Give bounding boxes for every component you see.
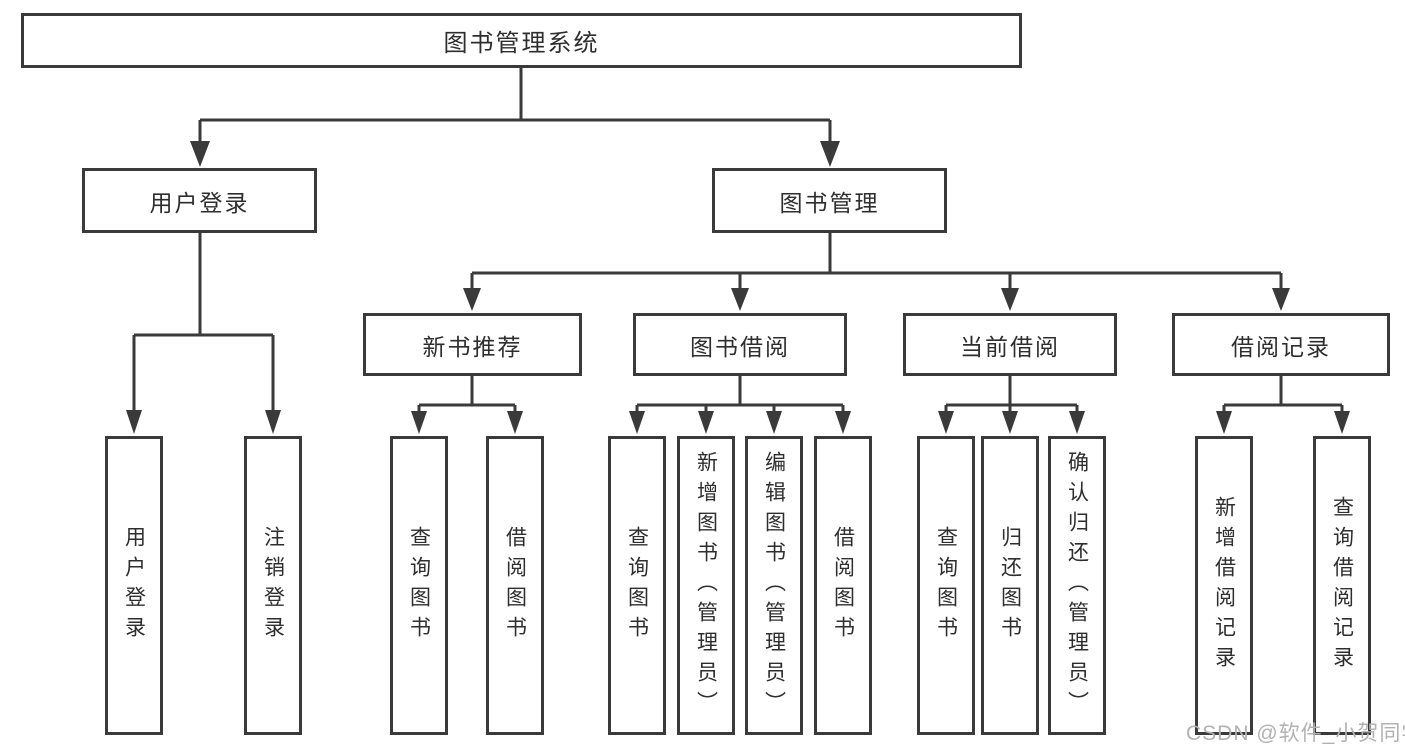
current-borrowing-rail-line — [944, 376, 1079, 412]
arrowhead-current-borrowing — [1001, 288, 1019, 311]
leaf-br-query-record: 查询借阅记录 — [1313, 436, 1371, 735]
leaf-nb-query-books: 查询图书 — [390, 436, 448, 735]
leaf-bb-edit-books-admin: 编辑图书（管理员） — [745, 436, 803, 735]
arrowhead-bb-add — [698, 411, 714, 434]
node-new-book-recommend-label: 新书推荐 — [422, 333, 523, 360]
leaf-cb-confirm-return-admin: 确认归还（管理员） — [1048, 436, 1106, 735]
leaf-logout: 注销登录 — [244, 436, 302, 735]
leaf-cb-return-books-label: 归还图书 — [998, 525, 1022, 646]
leaf-bb-add-books-admin: 新增图书（管理员） — [677, 436, 735, 735]
root-stem-line — [198, 68, 832, 142]
leaf-bb-borrow-books: 借阅图书 — [814, 436, 872, 735]
leaf-bb-query-books: 查询图书 — [608, 436, 666, 735]
arrowhead-leaf-logout — [265, 410, 281, 434]
leaf-cb-return-books: 归还图书 — [981, 436, 1039, 735]
leaf-cb-query-books-label: 查询图书 — [934, 525, 958, 646]
leaf-br-query-record-label: 查询借阅记录 — [1330, 495, 1354, 676]
leaf-user-login: 用户登录 — [105, 436, 163, 735]
node-user-login: 用户登录 — [82, 168, 317, 233]
leaf-bb-borrow-books-label: 借阅图书 — [831, 525, 855, 646]
arrowhead-nb-borrow — [507, 411, 523, 434]
node-borrowing-records: 借阅记录 — [1172, 313, 1390, 376]
arrowhead-nb-query — [411, 411, 427, 434]
leaf-nb-borrow-books: 借阅图书 — [486, 436, 544, 735]
node-current-borrowing: 当前借阅 — [903, 313, 1117, 376]
leaf-br-add-record-label: 新增借阅记录 — [1212, 495, 1236, 676]
arrowhead-user-login — [190, 141, 210, 167]
node-book-borrowing-label: 图书借阅 — [690, 333, 790, 360]
connector-borrowing-records-children — [1216, 376, 1350, 434]
connector-current-borrowing-children — [938, 376, 1085, 434]
leaf-cb-confirm-return-admin-label: 确认归还（管理员） — [1065, 450, 1089, 721]
arrowhead-bb-borrow — [835, 411, 851, 434]
book-borrowing-rail-line — [635, 376, 845, 412]
arrowhead-leaf-user-login — [126, 410, 142, 434]
arrowhead-bb-query — [629, 411, 645, 434]
node-user-login-label: 用户登录 — [149, 189, 250, 216]
leaf-nb-query-books-label: 查询图书 — [407, 525, 431, 646]
connector-new-book-recommend-children — [411, 376, 523, 434]
leaf-bb-edit-books-admin-label: 编辑图书（管理员） — [762, 450, 786, 721]
user-login-rail-line — [132, 233, 275, 411]
leaf-bb-query-books-label: 查询图书 — [625, 525, 649, 646]
arrowhead-book-borrowing — [731, 288, 749, 311]
arrowhead-br-query — [1334, 411, 1350, 434]
leaf-logout-label: 注销登录 — [261, 525, 285, 646]
node-book-management: 图书管理 — [712, 168, 947, 233]
borrowing-records-rail-line — [1222, 376, 1344, 412]
new-book-recommend-rail-line — [417, 376, 517, 412]
node-root: 图书管理系统 — [21, 13, 1022, 68]
arrowhead-book-management — [820, 141, 840, 167]
connector-book-management-children — [463, 233, 1290, 311]
arrowhead-borrowing-records — [1272, 288, 1290, 311]
arrowhead-bb-edit — [766, 411, 782, 434]
arrowhead-cb-confirm — [1069, 411, 1085, 434]
connector-user-login-children — [126, 233, 281, 434]
arrowhead-new-book-recommend — [463, 288, 481, 311]
book-management-rail-line — [470, 233, 1283, 289]
connector-book-borrowing-children — [629, 376, 851, 434]
leaf-br-add-record: 新增借阅记录 — [1195, 436, 1253, 735]
leaf-bb-add-books-admin-label: 新增图书（管理员） — [694, 450, 718, 721]
node-root-label: 图书管理系统 — [443, 30, 600, 57]
arrowhead-cb-query — [938, 411, 954, 434]
leaf-user-login-label: 用户登录 — [122, 525, 146, 646]
node-book-management-label: 图书管理 — [779, 189, 880, 216]
leaf-cb-query-books: 查询图书 — [917, 436, 975, 735]
arrowhead-br-add — [1216, 411, 1232, 434]
node-current-borrowing-label: 当前借阅 — [960, 333, 1060, 360]
node-book-borrowing: 图书借阅 — [633, 313, 847, 376]
leaf-nb-borrow-books-label: 借阅图书 — [503, 525, 527, 646]
node-borrowing-records-label: 借阅记录 — [1231, 333, 1331, 360]
node-new-book-recommend: 新书推荐 — [363, 313, 582, 376]
arrowhead-cb-return — [1002, 411, 1018, 434]
csdn-watermark: CSDN @软件_小贺同学 — [1186, 722, 1405, 745]
connector-root-to-level2 — [190, 68, 840, 167]
